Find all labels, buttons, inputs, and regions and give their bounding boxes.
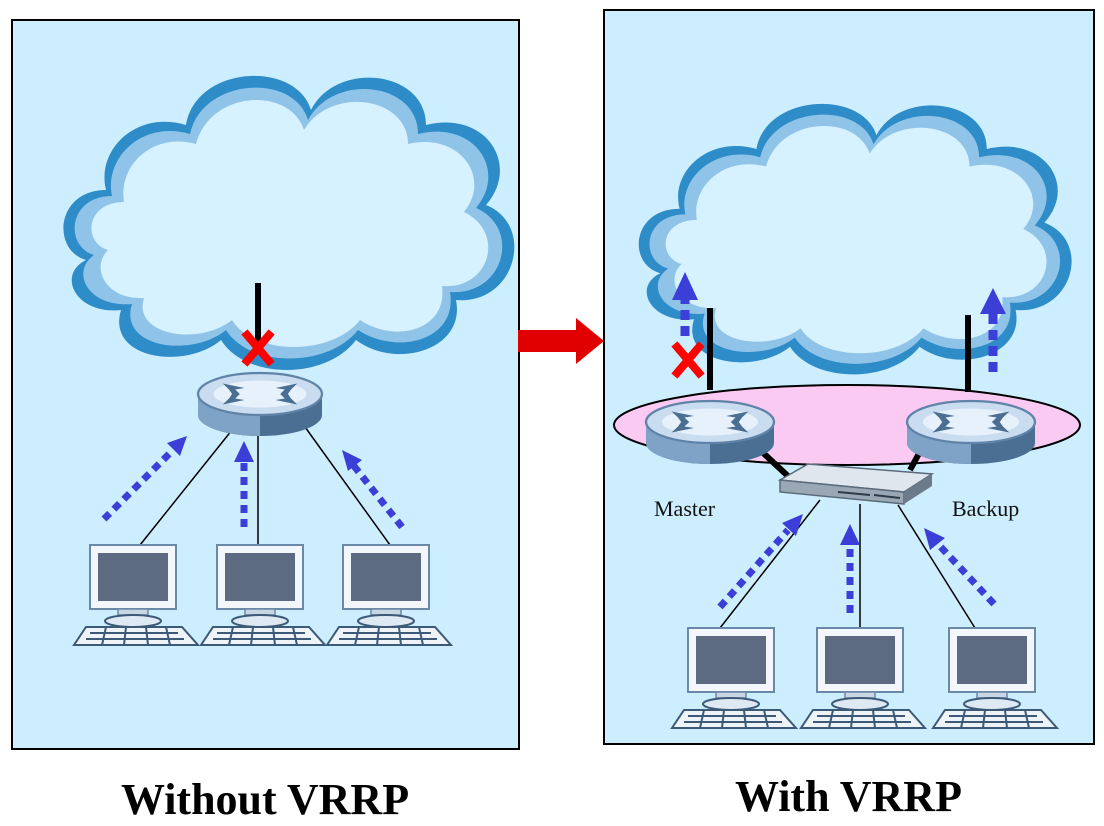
switch-icon (777, 463, 935, 505)
left-caption: Without VRRP (121, 775, 410, 824)
upstream-arrows (672, 272, 1006, 372)
lan-links (719, 499, 976, 629)
lan-links (139, 419, 391, 546)
arrow-right-icon (518, 318, 604, 364)
master-label: Master (654, 496, 716, 521)
traffic-arrows (717, 514, 997, 613)
master-switch-link (757, 447, 793, 481)
traffic-arrows (101, 436, 405, 530)
router-icon (644, 399, 776, 466)
backup-label: Backup (952, 496, 1019, 521)
router-icon (196, 371, 324, 438)
router-icon (905, 399, 1037, 466)
right-caption: With VRRP (735, 772, 962, 821)
